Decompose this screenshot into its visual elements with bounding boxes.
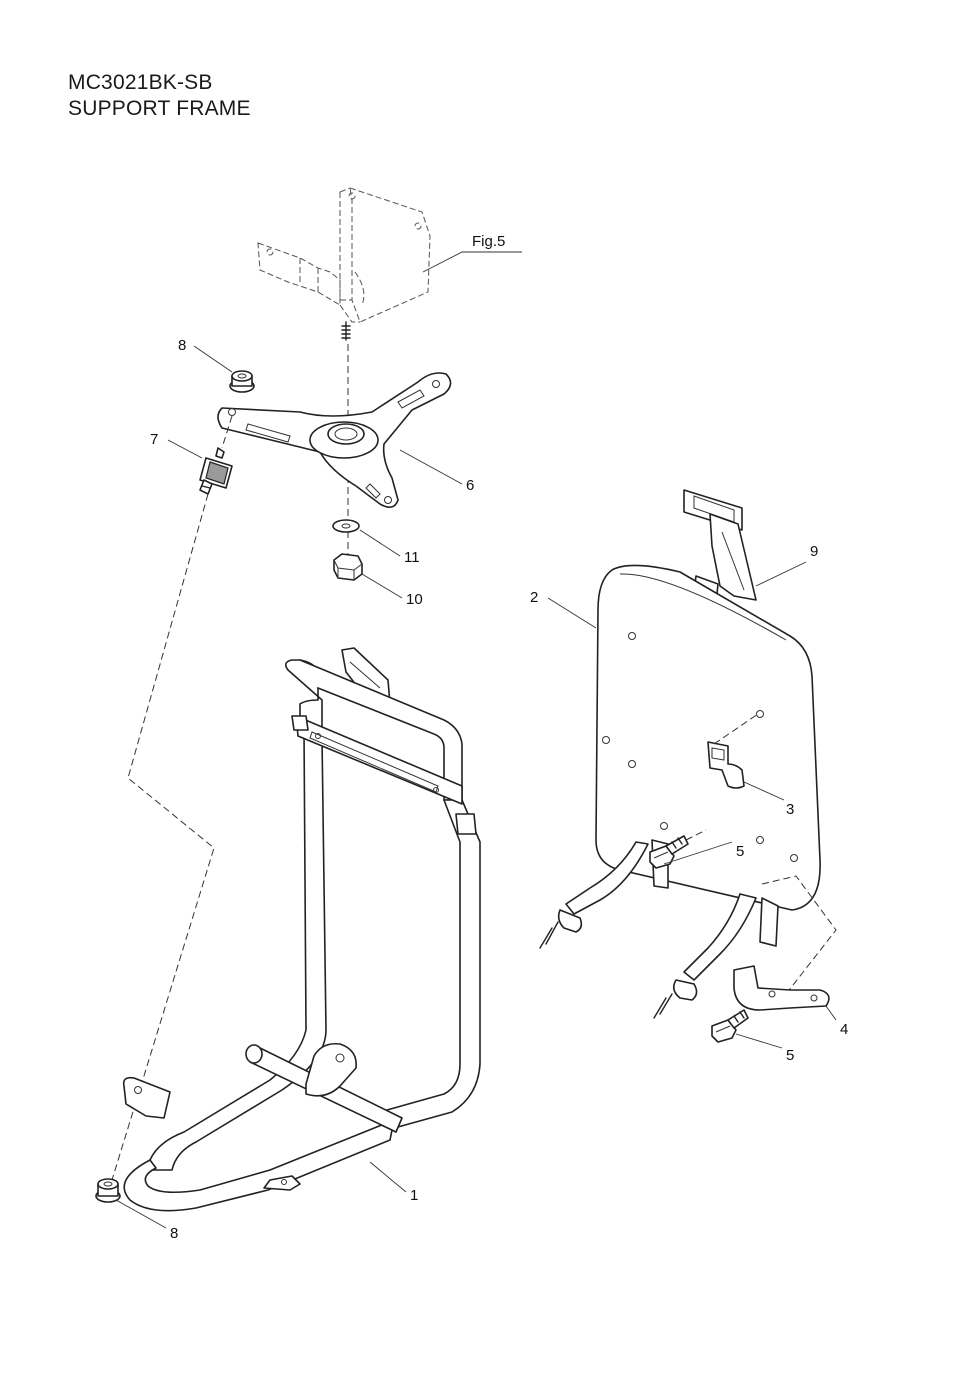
flange-nut-upper: [229, 370, 255, 393]
fig5-reference-part: [257, 187, 431, 341]
callout-7: 7: [150, 431, 158, 448]
callout-11: 11: [404, 549, 420, 566]
damper-assembly-line: [111, 493, 215, 1181]
back-pad: [595, 564, 821, 911]
support-frame: [122, 647, 481, 1212]
callout-11-leader: [359, 529, 401, 557]
callout-7-leader: [167, 439, 203, 459]
callout-2: 2: [530, 589, 538, 606]
shoulder-straps: [539, 839, 779, 1019]
callout-8-lower-leader: [115, 1199, 167, 1229]
hex-nut: [333, 553, 363, 581]
model-number: MC3021BK-SB: [68, 71, 213, 94]
pad-clip: [707, 741, 745, 789]
callout-3-leader: [743, 781, 785, 801]
callout-6-leader: [399, 449, 463, 485]
callout-3: 3: [786, 801, 794, 818]
callout-8-lower: 8: [170, 1225, 178, 1242]
callout-4-leader: [825, 1005, 837, 1021]
callout-2-leader: [547, 597, 597, 629]
rubber-damper: [199, 447, 233, 495]
callout-10-leader: [361, 573, 403, 599]
callout-5-lower-leader: [735, 1033, 783, 1049]
callout-5-lower: 5: [786, 1047, 794, 1064]
washer: [332, 519, 360, 533]
bolt-lower: [711, 1009, 749, 1043]
callout-9-leader: [755, 561, 807, 587]
bracket-assembly-line: [761, 875, 837, 995]
callout-1: 1: [410, 1187, 418, 1204]
callout-9: 9: [810, 543, 818, 560]
callout-4: 4: [840, 1021, 848, 1038]
callout-10: 10: [406, 591, 423, 608]
callout-1-leader: [369, 1161, 407, 1193]
mounting-plate: [217, 372, 452, 508]
callout-8-upper-leader: [193, 345, 233, 373]
callout-8-upper: 8: [178, 337, 186, 354]
flange-nut-lower: [95, 1178, 121, 1203]
fig5-leader: [422, 251, 522, 273]
section-title: SUPPORT FRAME: [68, 97, 251, 120]
bracket: [733, 965, 830, 1011]
callout-6: 6: [466, 477, 474, 494]
callout-5-upper-leader: [663, 841, 733, 865]
fig5-label: Fig.5: [472, 233, 505, 250]
callout-5-upper: 5: [736, 843, 744, 860]
